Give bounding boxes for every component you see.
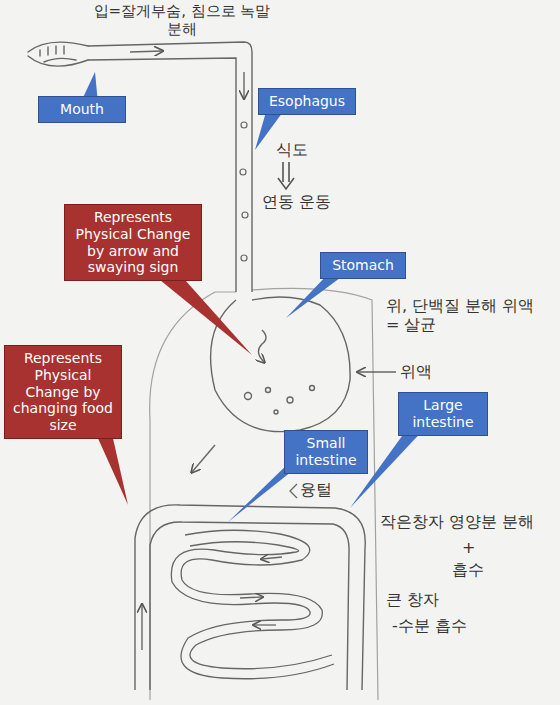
- teeth-sketch: [40, 46, 64, 56]
- handwritten-note: 작은창자 영양분 분해: [380, 512, 556, 531]
- food-dot: [274, 410, 278, 414]
- stomach-sketch: [211, 297, 351, 432]
- callout-text: Represents Physical Change by changing f…: [11, 350, 115, 434]
- callout-text: Represents Physical Change by arrow and …: [71, 209, 195, 276]
- callout-tail: [286, 272, 348, 318]
- handwritten-note: 위액: [400, 362, 432, 381]
- body-outline: [150, 292, 236, 700]
- flow-arrow: [192, 445, 215, 472]
- down-arrow: [278, 162, 294, 189]
- handwritten-note: 흡수: [452, 560, 484, 579]
- flow-arrow: [141, 605, 142, 650]
- callout-text: Stomach: [327, 257, 399, 274]
- large-intestine-sketch: [135, 505, 365, 690]
- handwritten-note: -수분 흡수: [392, 616, 467, 635]
- part-callout: Large intestine: [398, 392, 488, 436]
- food-dot: [240, 122, 248, 261]
- flow-arrow: [240, 597, 262, 598]
- mouth-sketch: [28, 42, 88, 52]
- villi-pointer: [290, 484, 297, 498]
- small-intestine-sketch: [171, 484, 334, 679]
- food-dot: [240, 169, 246, 175]
- handwritten-note: 연동 운동: [262, 192, 331, 211]
- handwritten-note: 위, 단백질 분해 위액 = 살균: [386, 296, 536, 334]
- callout-text: Large intestine: [405, 397, 481, 431]
- part-callout: Esophagus: [258, 88, 356, 115]
- down-arrow: [278, 162, 294, 189]
- handwritten-note: +: [462, 538, 475, 557]
- callout-tail: [80, 72, 428, 522]
- flow-arrow: [130, 51, 162, 52]
- note-callout: Represents Physical Change by changing f…: [4, 345, 122, 439]
- flow-arrow: [254, 624, 276, 625]
- small-intestine-sketch: [171, 542, 334, 679]
- large-intestine-sketch: [135, 505, 365, 690]
- flow-arrow: [243, 72, 244, 98]
- body-outline: [150, 288, 378, 700]
- food-dot: [241, 255, 247, 261]
- food-dot: [241, 122, 247, 128]
- food-dot: [287, 397, 293, 403]
- tongue-sketch: [44, 58, 76, 62]
- callout-text: Esophagus: [265, 93, 349, 110]
- handwritten-note: 식도: [276, 140, 308, 159]
- handwritten-note: 큰 창자: [386, 590, 439, 609]
- part-callout: Small intestine: [284, 430, 368, 474]
- note-callout: Represents Physical Change by arrow and …: [64, 204, 202, 281]
- food-dot: [245, 393, 252, 400]
- small-intestine-sketch: [181, 530, 332, 669]
- leader-arrow: [358, 371, 396, 372]
- sway-arrow: [258, 330, 266, 362]
- mouth-sketch: [28, 56, 88, 66]
- body-outline: [252, 288, 378, 700]
- callout-text: Small intestine: [291, 435, 361, 469]
- callout-tail: [160, 280, 252, 355]
- handwritten-note: 융털: [300, 480, 332, 499]
- food-dot: [242, 212, 248, 218]
- mouth-sketch: [28, 42, 88, 66]
- part-callout: Stomach: [320, 252, 406, 279]
- callout-text: Mouth: [45, 101, 119, 118]
- handwritten-note: 입=잘게부숨, 침으로 녹말 분해: [92, 2, 272, 38]
- large-intestine-sketch: [150, 522, 349, 690]
- food-dot: [266, 388, 271, 393]
- part-callout: Mouth: [38, 96, 126, 123]
- food-dot: [310, 386, 315, 391]
- flow-arrow: [262, 557, 282, 559]
